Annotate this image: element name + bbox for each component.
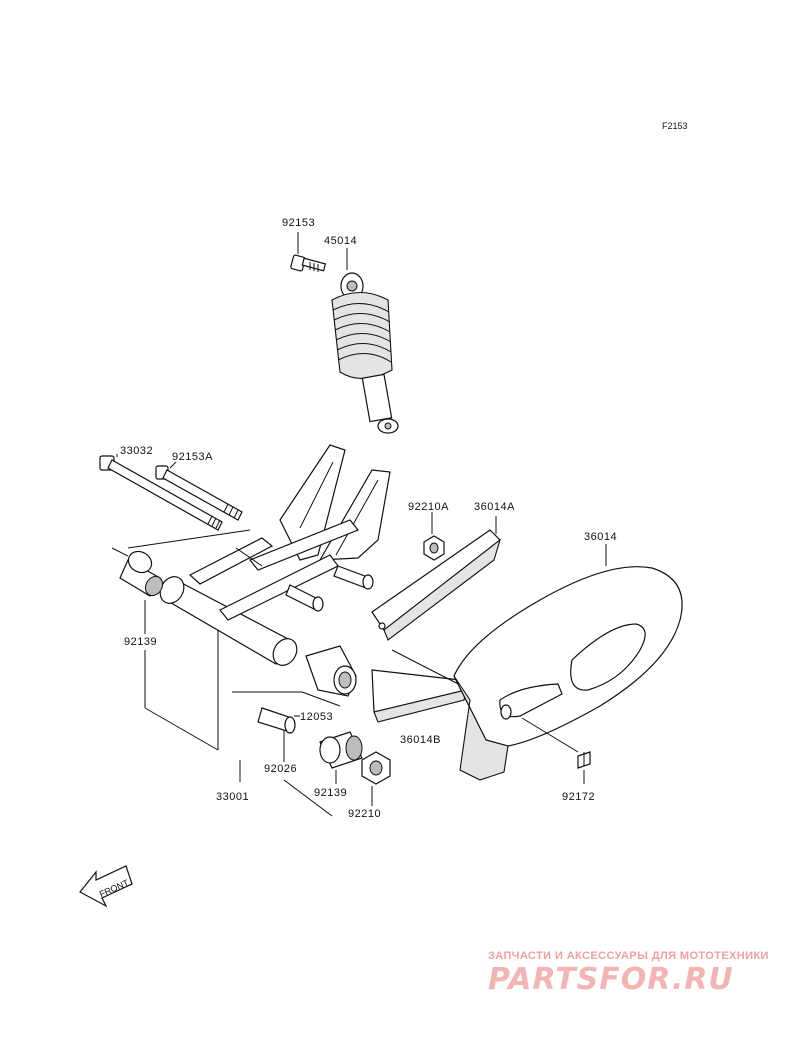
nut-92210-part (361, 751, 391, 785)
leader-92153A (169, 461, 177, 469)
chain-case-part (453, 566, 683, 781)
guard-36014B-part (371, 669, 467, 723)
label-92026: 92026 (264, 763, 297, 775)
leader-33001-diag (283, 779, 333, 817)
bolt-92153-part (290, 254, 327, 272)
label-92139-left: 92139 (124, 636, 157, 648)
label-92172: 92172 (562, 791, 595, 803)
label-36014: 36014 (584, 531, 617, 543)
bolt-92153A-part (155, 465, 243, 521)
align-line-2 (127, 529, 251, 549)
label-92153: 92153 (282, 217, 315, 229)
leader-92139-left-diag (144, 707, 219, 751)
pivot-shaft-part (99, 455, 223, 531)
swingarm-part (159, 444, 391, 666)
sleeve-92026-part (257, 707, 296, 734)
nut-92210A-part (423, 535, 445, 561)
label-33032: 33032 (120, 445, 153, 457)
label-36014A: 36014A (474, 501, 515, 513)
label-12053: 12053 (300, 711, 333, 723)
watermark-logo: PARTSFOR.RU (488, 962, 734, 997)
align-line-1 (111, 547, 129, 557)
label-33001: 33001 (216, 791, 249, 803)
figure-code: F2153 (662, 121, 688, 131)
screw-92172-part (577, 751, 591, 769)
label-92210: 92210 (348, 808, 381, 820)
shock-absorber-part (331, 272, 399, 434)
label-92139-right: 92139 (314, 787, 347, 799)
front-arrow: FRONT (79, 865, 133, 908)
label-36014B: 36014B (400, 734, 441, 746)
align-line-6 (521, 717, 579, 753)
label-92210A: 92210A (408, 501, 449, 513)
collar-right-part (319, 731, 363, 769)
label-92153A: 92153A (172, 451, 213, 463)
label-45014: 45014 (324, 235, 357, 247)
sleeve-12053-part (305, 645, 357, 697)
watermark-tagline: ЗАПЧАСТИ И АКСЕССУАРЫ ДЛЯ МОТОТЕХНИКИ (488, 950, 769, 962)
guard-36014A-part (371, 529, 502, 641)
align-line-4 (301, 691, 341, 707)
collar-left-part (119, 550, 164, 597)
